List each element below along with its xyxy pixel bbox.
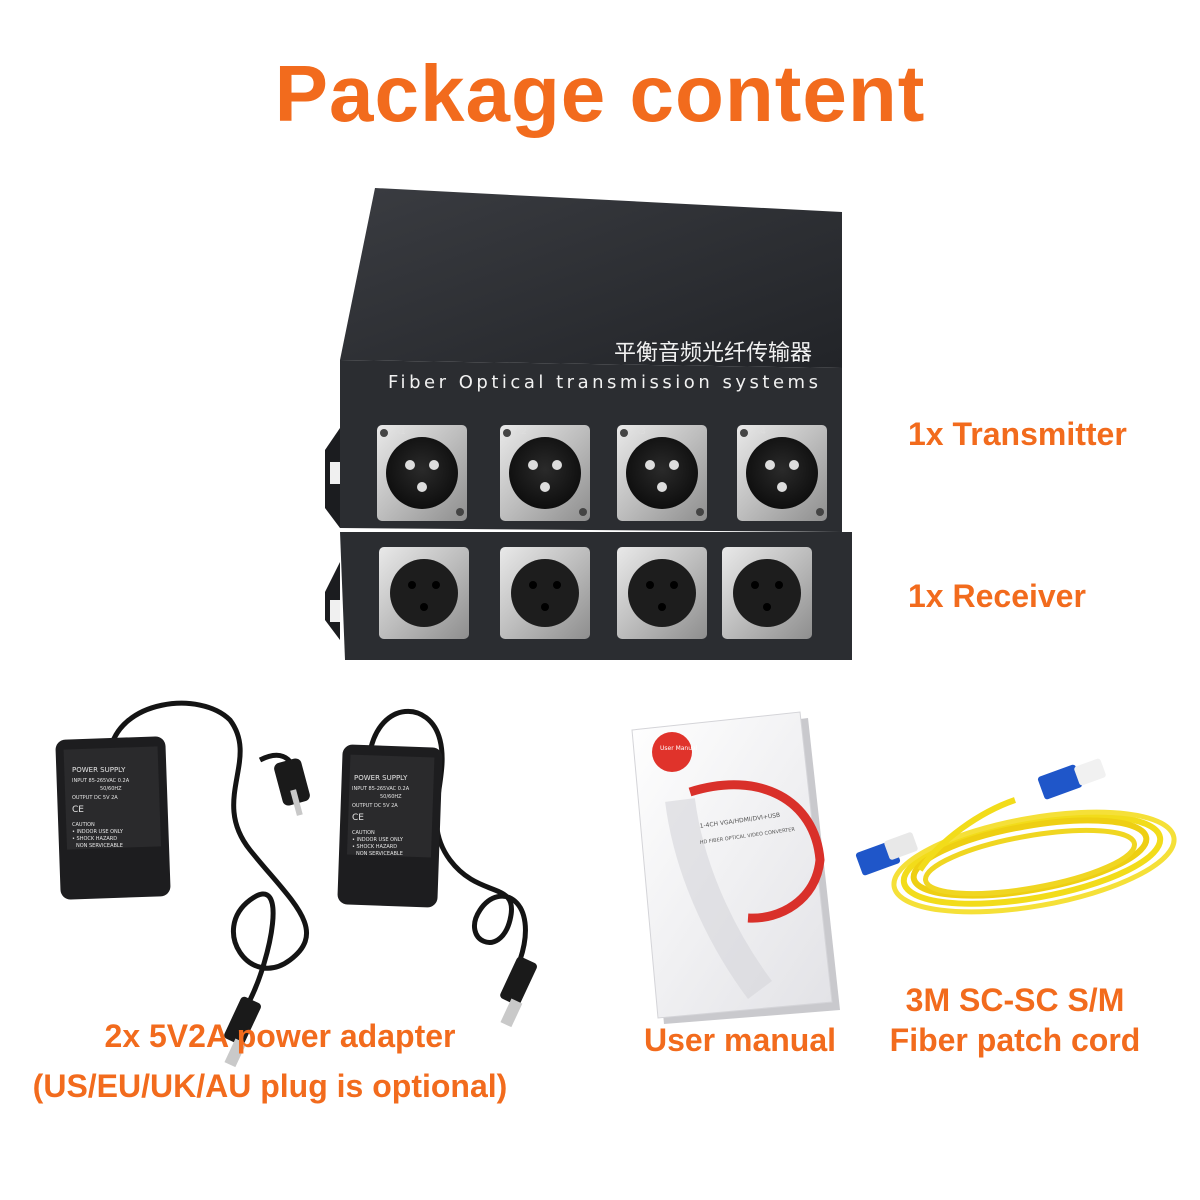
xlr-male-1 [377,425,467,521]
manual-label: User manual [643,1022,837,1058]
adapter-left-input: INPUT 85-265VAC 0.2A [72,778,130,784]
adapter-left-print: POWER SUPPLY INPUT 85-265VAC 0.2A 50/60H… [72,766,130,849]
channel-label-1: A1 [394,427,406,437]
power-adapter-right [337,708,537,1028]
adapter-label-line1: 2x 5V2A power adapter [104,1018,456,1054]
adapter-right-ce: CE [352,813,364,823]
adapter-left-output: OUTPUT DC 5V 2A [72,795,118,801]
cord-label-line2: Fiber patch cord [889,1022,1141,1058]
adapter-left-header: POWER SUPPLY [72,766,126,774]
adapter-right-input: INPUT 85-265VAC 0.2A [352,786,410,792]
manual-badge: User Manual [660,745,698,752]
adapter-right-caution: CAUTION [352,830,375,836]
adapter-right-c1: • INDOOR USE ONLY [352,837,404,843]
adapter-right-c2: • SHOCK HAZARD [352,844,397,850]
adapter-left-c3: NON SERVICEABLE [76,843,123,849]
channel-label-4: A4 [754,427,766,437]
cord-label-line1: 3M SC-SC S/M [905,982,1125,1018]
receiver-label: 1x Receiver [908,578,1086,614]
adapter-right-print: POWER SUPPLY INPUT 85-265VAC 0.2A 50/60H… [352,774,410,857]
device-english-label: Fiber Optical transmission systems [388,372,818,393]
xlr-male-4 [737,425,827,521]
channel-label-2: A2 [515,427,527,437]
fiber-patch-cord [855,758,1177,915]
adapter-left-freq: 50/60HZ [100,786,122,792]
xlr-female-4 [722,547,812,639]
user-manual-booklet: User Manual 1-4CH VGA/HDMI/DVI+USB HD FI… [631,711,840,1024]
device-chinese-label: 平衡音频光纤传输器 [614,341,812,366]
adapter-left-caution: CAUTION [72,822,95,828]
adapter-left-c1: • INDOOR USE ONLY [72,829,124,835]
xlr-female-1 [379,547,469,639]
xlr-female-3 [617,547,707,639]
adapter-right-c3: NON SERVICEABLE [356,851,403,857]
adapter-label-line2: (US/EU/UK/AU plug is optional) [32,1068,508,1104]
adapter-left-c2: • SHOCK HAZARD [72,836,117,842]
transmitter-label: 1x Transmitter [908,416,1127,452]
xlr-male-2 [500,425,590,521]
adapter-right-output: OUTPUT DC 5V 2A [352,803,398,809]
xlr-male-3 [617,425,707,521]
xlr-female-2 [500,547,590,639]
page-title: Package content [274,49,926,138]
power-adapter-left [55,700,310,1068]
channel-label-3: A3 [634,427,646,437]
adapter-right-header: POWER SUPPLY [354,774,408,782]
adapter-left-ce: CE [72,805,84,815]
adapter-right-freq: 50/60HZ [380,794,402,800]
